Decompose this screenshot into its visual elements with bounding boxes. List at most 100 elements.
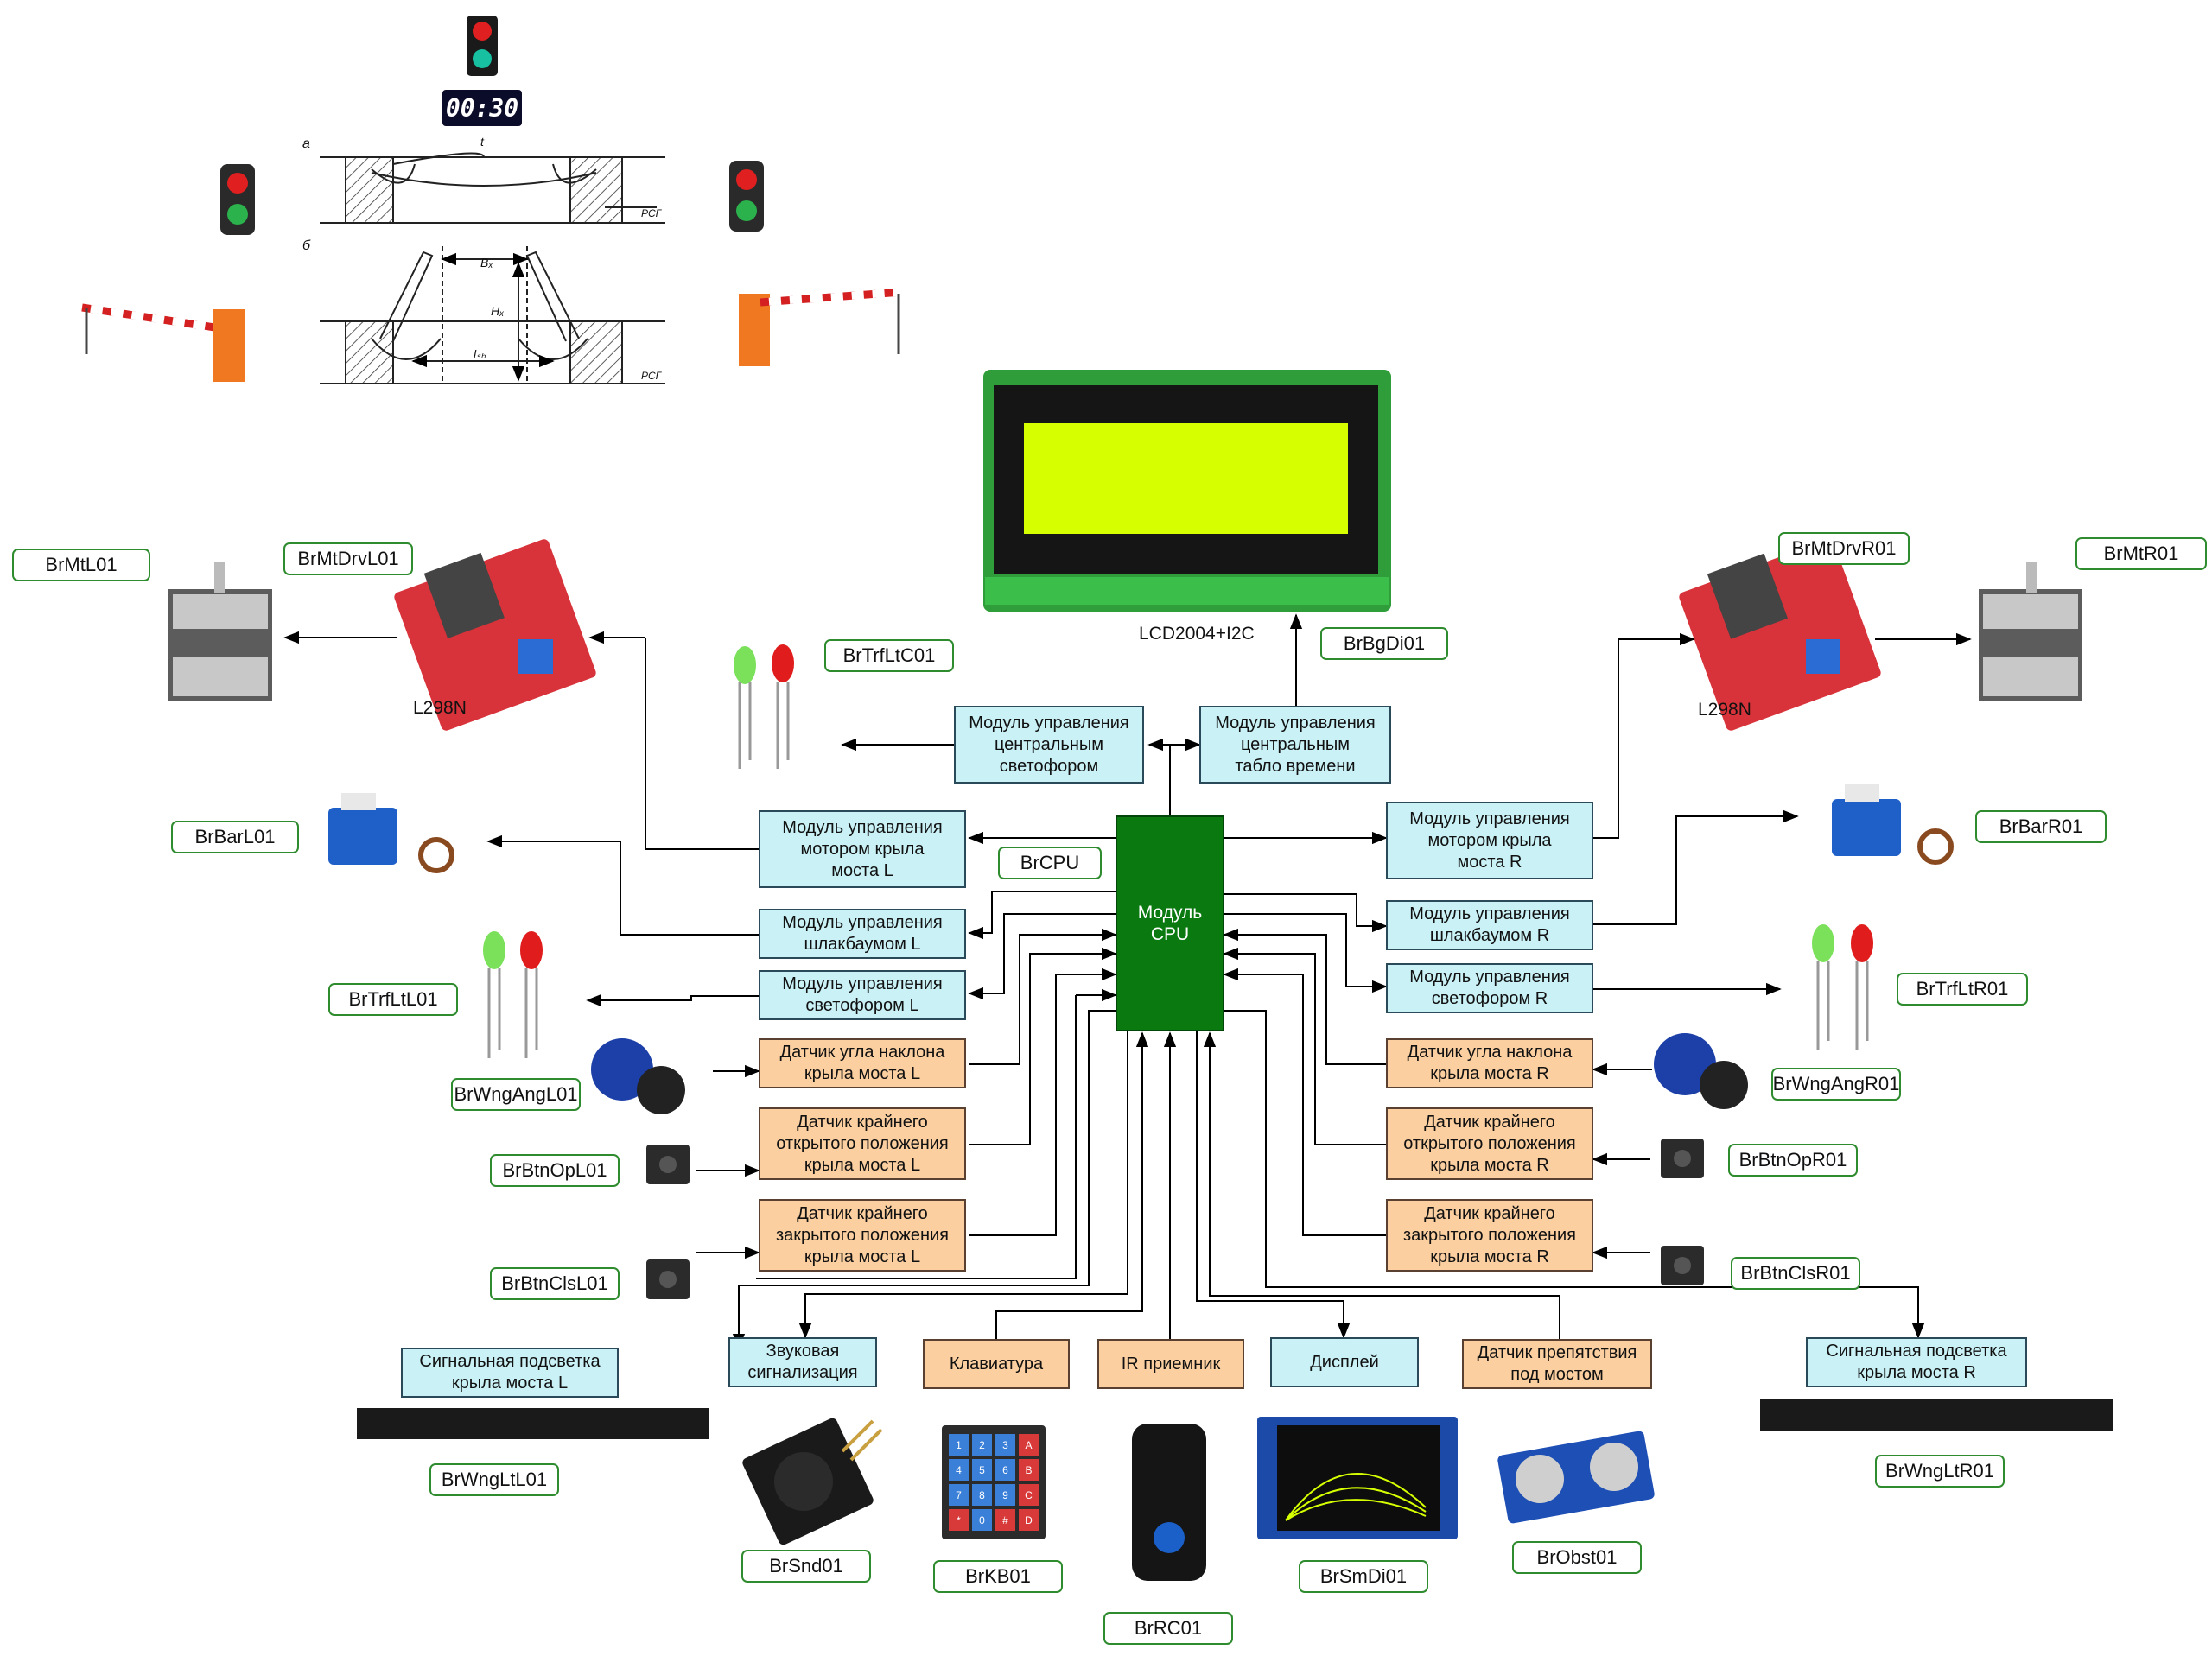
connectors (283, 613, 1972, 1349)
module-traffic-center: Модуль управления центральным светофором (954, 706, 1144, 784)
keypad-key: 7 (949, 1484, 969, 1506)
module-light-left: Сигнальная подсветка крыла моста L (401, 1348, 619, 1398)
drawing-mark-rsg-b: РСГ (641, 370, 662, 382)
led-strip-right-icon (1760, 1399, 2113, 1431)
keypad-key: * (949, 1509, 969, 1531)
tag-brwngangl01: BrWngAngL01 (451, 1078, 581, 1111)
stepper-motor-left-icon (168, 562, 272, 701)
sensor-obstacle: Датчик препятствия под мостом (1462, 1339, 1652, 1389)
module-display: Дисплей (1270, 1337, 1419, 1387)
keypad-key: 5 (972, 1459, 992, 1481)
sensor-angle-right: Датчик угла наклона крыла моста R (1386, 1038, 1593, 1088)
tag-brkb01: BrKB01 (933, 1560, 1063, 1593)
module-light-right: Сигнальная подсветка крыла моста R (1806, 1337, 2027, 1387)
buzzer-icon (742, 1418, 883, 1545)
cpu-block: Модуль CPU (1116, 815, 1224, 1031)
traffic-light-left-icon (220, 164, 255, 235)
keypad-key: 9 (995, 1484, 1015, 1506)
sensor-open-right: Датчик крайнего открытого положения крыл… (1386, 1107, 1593, 1180)
tag-brwngltr01: BrWngLtR01 (1875, 1455, 2005, 1488)
keypad-key: D (1019, 1509, 1039, 1531)
tag-brbtnclsr01: BrBtnClsR01 (1731, 1257, 1860, 1290)
tag-brobst01: BrObst01 (1512, 1541, 1642, 1574)
sensor-close-left: Датчик крайнего закрытого положения крыл… (759, 1199, 966, 1272)
bridge-drawing-closed (320, 152, 665, 224)
module-barrier-left: Модуль управления шлакбаумом L (759, 909, 966, 959)
tag-brbarr01: BrBarR01 (1975, 810, 2107, 843)
angle-sensor-right-icon (1654, 1033, 1748, 1109)
tag-brbgdi01: BrBgDi01 (1320, 627, 1448, 660)
keypad-key: 3 (995, 1434, 1015, 1456)
sensor-keyboard: Клавиатура (923, 1339, 1070, 1389)
tag-brmtdrvr01: BrMtDrvR01 (1778, 532, 1910, 565)
tag-brwngangr01: BrWngAngR01 (1771, 1068, 1901, 1101)
l298n-driver-right-icon (1679, 539, 1881, 731)
stepper-motor-right-icon (1979, 562, 2082, 701)
module-traffic-right: Модуль управления светофором R (1386, 963, 1593, 1013)
ultrasonic-sensor-icon (1497, 1431, 1655, 1524)
keypad-key: A (1019, 1434, 1039, 1456)
module-timer-center: Модуль управления центральным табло врем… (1199, 706, 1391, 784)
tag-brmtr01: BrMtR01 (2075, 537, 2207, 570)
button-close-left-icon (646, 1259, 690, 1299)
sensor-ir: IR приемник (1097, 1339, 1244, 1389)
keypad-key: 6 (995, 1459, 1015, 1481)
keypad-grid: 1 2 3 A 4 5 6 B 7 8 9 C * 0 # D (949, 1434, 1039, 1531)
timer-display-icon (442, 90, 522, 126)
tag-brcpu: BrCPU (998, 847, 1102, 879)
keypad-key: C (1019, 1484, 1039, 1506)
ir-remote-icon (1132, 1424, 1206, 1581)
module-motor-right: Модуль управления мотором крыла моста R (1386, 802, 1593, 879)
sensor-close-right: Датчик крайнего закрытого положения крыл… (1386, 1199, 1593, 1272)
tag-brbtnopr01: BrBtnOpR01 (1728, 1144, 1858, 1177)
tag-brsmdi01: BrSmDi01 (1299, 1560, 1428, 1593)
l298n-driver-left-icon (394, 539, 596, 731)
tag-brbtnopl01: BrBtnOpL01 (490, 1154, 620, 1187)
keypad-key: 1 (949, 1434, 969, 1456)
drawing-mark-l: lₛₕ (474, 347, 486, 361)
driver-left-caption: L298N (413, 698, 467, 718)
keypad-key: B (1019, 1459, 1039, 1481)
led-strip-left-icon (357, 1408, 709, 1439)
led-pair-left-icon (483, 931, 543, 1058)
drawing-label-b: б (302, 238, 310, 253)
tft-display-icon (1257, 1417, 1458, 1539)
button-open-right-icon (1661, 1139, 1704, 1178)
angle-sensor-left-icon (591, 1038, 685, 1114)
keypad-key: 4 (949, 1459, 969, 1481)
tag-brbarl01: BrBarL01 (171, 821, 299, 853)
led-pair-right-icon (1812, 924, 1873, 1050)
drawing-mark-t: t (480, 135, 484, 149)
tag-brwngltl01: BrWngLtL01 (429, 1463, 559, 1496)
drawing-mark-rsg-a: РСГ (641, 207, 662, 219)
tag-brtrfltl01: BrTrfLtL01 (328, 983, 458, 1016)
tag-brtrfltr01: BrTrfLtR01 (1897, 973, 2028, 1006)
drawing-label-a: а (302, 136, 310, 151)
keypad-key: 0 (972, 1509, 992, 1531)
bridge-drawing-open (320, 246, 665, 384)
keypad-key: # (995, 1509, 1015, 1531)
button-open-left-icon (646, 1145, 690, 1184)
module-barrier-right: Модуль управления шлакбаумом R (1386, 900, 1593, 950)
tag-brrc01: BrRC01 (1103, 1612, 1233, 1645)
sensor-angle-left: Датчик угла наклона крыла моста L (759, 1038, 966, 1088)
tag-brbtnclsl01: BrBtnClsL01 (490, 1267, 620, 1300)
tag-brmtdrvl01: BrMtDrvL01 (283, 542, 413, 575)
timer-value: 00:30 (445, 93, 519, 123)
lcd-2004-module-icon (983, 370, 1391, 612)
module-sound: Звуковая сигнализация (728, 1337, 877, 1387)
tag-brsnd01: BrSnd01 (741, 1550, 871, 1583)
servo-right-icon (1832, 784, 1954, 865)
pedestrian-light-icon (467, 16, 498, 76)
button-close-right-icon (1661, 1246, 1704, 1285)
lcd-caption: LCD2004+I2C (1139, 624, 1255, 644)
drawing-mark-h: Hₓ (491, 304, 505, 318)
traffic-light-right-icon (729, 161, 764, 232)
sensor-open-left: Датчик крайнего открытого положения крыл… (759, 1107, 966, 1180)
led-pair-center-icon (734, 644, 794, 769)
module-motor-left: Модуль управления мотором крыла моста L (759, 810, 966, 888)
drawing-mark-b: Bₓ (480, 256, 493, 270)
barrier-left-icon (81, 303, 245, 382)
